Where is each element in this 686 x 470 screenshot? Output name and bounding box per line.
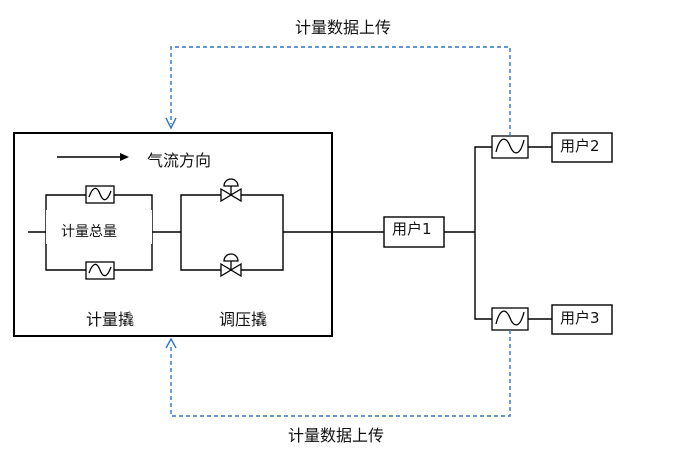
meter-skid-label: 计量撬	[86, 310, 135, 329]
upload-label-top: 计量数据上传	[295, 18, 392, 37]
data-upload-link-top	[170, 46, 511, 136]
upload-label-bottom: 计量数据上传	[288, 426, 385, 445]
station-box	[13, 132, 333, 337]
user1-label: 用户1	[392, 220, 432, 238]
flow-meter-icon	[491, 135, 529, 159]
user2-box	[551, 132, 613, 163]
flow-meter-icon	[85, 185, 115, 204]
regulator-valve-icon	[220, 178, 242, 203]
data-upload-link-bottom	[170, 330, 511, 417]
flow-direction-label: 气流方向	[147, 151, 212, 170]
user3-label: 用户3	[560, 309, 600, 327]
user1-box	[383, 216, 445, 248]
meter-total-label: 计量总量	[61, 224, 117, 240]
branch-piping	[456, 146, 552, 320]
flow-meter-icon	[85, 261, 115, 280]
regulator-skid-label: 调压撬	[219, 310, 268, 329]
arrow-head-icon	[165, 117, 177, 130]
flow-direction-arrow-icon	[57, 153, 129, 161]
regulator-valve-icon	[220, 253, 242, 278]
user3-box	[551, 304, 613, 335]
flow-meter-icon	[491, 307, 529, 331]
meter-total-box	[46, 210, 152, 244]
user2-label: 用户2	[560, 137, 600, 155]
arrow-head-icon	[165, 337, 177, 349]
